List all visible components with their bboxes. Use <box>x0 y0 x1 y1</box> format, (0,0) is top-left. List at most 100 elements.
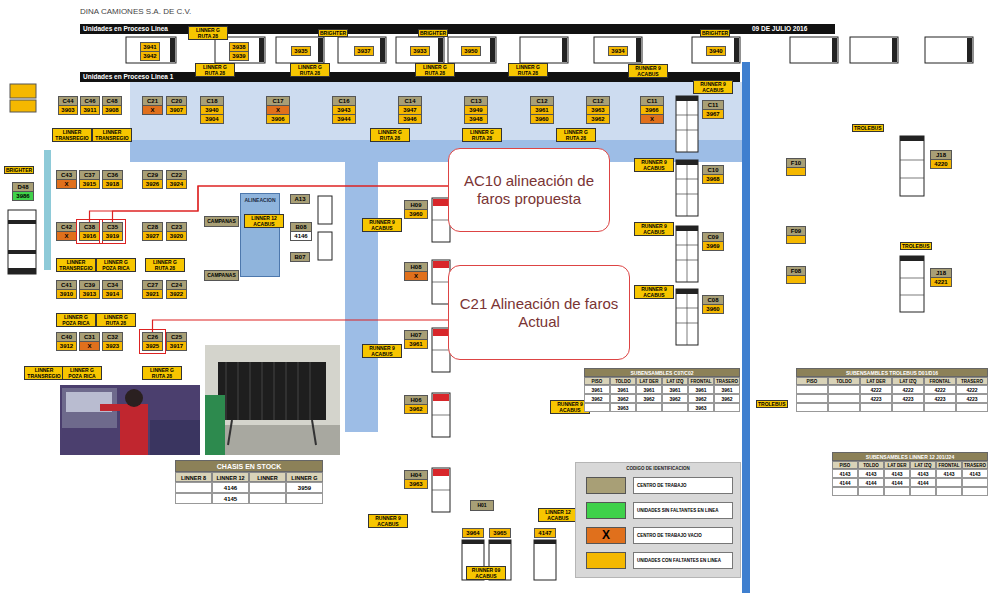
table-cell: 4223 <box>956 394 988 403</box>
data-table: SUBENSAMBLES LINNER 12 J01/J24PISOTOLDOL… <box>832 452 988 496</box>
bus-icon <box>276 37 324 63</box>
label-text: RUNNER 9 ACABUS <box>552 401 588 413</box>
bus-front <box>967 38 972 62</box>
bus-front <box>900 136 924 141</box>
table-cell <box>828 403 860 412</box>
work-center: C1239633962 <box>586 96 610 124</box>
unit-number: 3935 <box>291 46 311 56</box>
work-center: C093969 <box>702 232 724 251</box>
unit-number: 3946 <box>398 114 422 124</box>
photo-panel <box>238 362 239 420</box>
unit-number: 3950 <box>461 46 481 56</box>
table-cell: 4144 <box>910 478 936 487</box>
label-text: RUNNER 9 ACABUS <box>364 345 400 357</box>
empty-mark: X <box>586 527 626 544</box>
work-center: C203907 <box>166 96 187 115</box>
bus-icon <box>594 37 642 63</box>
callout-box: AC10 alineación de faros propuesta <box>448 148 610 232</box>
unit-number: 3986 <box>12 191 34 201</box>
bus-front <box>676 289 698 294</box>
unit-number: 3969 <box>702 241 724 251</box>
table-cell <box>286 493 323 504</box>
bus-icon <box>432 468 450 512</box>
bus-icon <box>692 37 740 63</box>
label-text: RUNNER 09 ACABUS <box>468 567 504 579</box>
unit-number: 3922 <box>166 289 187 299</box>
label-text: RUNNER 9 ACABUS <box>695 81 731 93</box>
table-cell: 3961 <box>714 385 740 394</box>
table-cell: 4143 <box>910 469 936 478</box>
work-center: C443903 <box>58 96 78 115</box>
label-text: LINNER G RUTA 28 <box>510 64 546 76</box>
work-center: F10 <box>786 158 806 176</box>
unit-tag: LINNER G RUTA 28 <box>142 366 182 380</box>
bus-front <box>489 540 511 544</box>
unit-number: 4146 <box>290 231 312 241</box>
bus-icon <box>126 37 176 63</box>
unit-tag: RUNNER 9 ACABUS <box>693 80 733 94</box>
bus-icon <box>900 256 924 312</box>
work-center: A13 <box>290 194 310 204</box>
work-center: C383916 <box>79 222 100 241</box>
table-cell <box>796 394 828 403</box>
work-center: C263925 <box>142 332 163 351</box>
bus-icon <box>676 289 698 345</box>
work-center: C403912 <box>56 332 77 351</box>
table-cell <box>714 403 740 412</box>
unit-number: 3904 <box>200 114 224 124</box>
table-cell <box>910 487 936 496</box>
work-center: C363918 <box>102 170 123 189</box>
table-header: FRONTAL <box>924 377 956 385</box>
bus-window <box>432 101 924 490</box>
unit-number: X <box>56 231 77 241</box>
table-cell: 3961 <box>610 385 636 394</box>
table-header: LAT DER <box>884 461 910 469</box>
work-center: J184220 <box>930 150 952 169</box>
table-cell: 4143 <box>936 469 962 478</box>
unit-cell: 39413942 <box>140 42 160 61</box>
table-cell: 3961 <box>584 385 610 394</box>
table-title: CHASIS EN STOCK <box>175 460 323 472</box>
unit-tag: TROLEBUS <box>900 242 932 250</box>
label-text: RUNNER 9 ACABUS <box>636 286 672 298</box>
unit-tag: LINNER 12 ACABUS <box>244 214 284 228</box>
photo-panel <box>262 362 263 420</box>
unit-number: X <box>404 271 428 281</box>
label-text: LINNER G POZA RICA <box>64 367 100 379</box>
table-cell: 4222 <box>924 385 956 394</box>
unit-tag: LINNER G RUTA 28 <box>370 128 410 142</box>
work-center: C31X <box>79 332 100 351</box>
label-text: LINNER G POZA RICA <box>98 259 134 271</box>
unit-tag: LINNER TRANSREGIO <box>56 258 96 272</box>
table-header: LAT IZQ <box>662 377 688 385</box>
table-cell: 4222 <box>956 385 988 394</box>
bus-icon <box>520 37 568 63</box>
table-cell <box>796 385 828 394</box>
work-center: C463911 <box>80 96 100 115</box>
table-cell: 3962 <box>584 394 610 403</box>
unit-number: 3913 <box>79 289 100 299</box>
unit-tag: RUNNER 9 ACABUS <box>368 514 408 528</box>
unit-number: 3960 <box>702 304 724 314</box>
bus-red-front <box>433 394 449 401</box>
work-center: C413910 <box>56 280 77 299</box>
bus-icon <box>318 196 332 224</box>
table-header: TRASERO <box>962 461 988 469</box>
work-center: C233920 <box>166 222 187 241</box>
work-center: C1439473946 <box>398 96 422 124</box>
label-text: RUNNER 9 ACABUS <box>370 515 406 527</box>
legend-text: UNIDADES CON FALTANTES EN LINEA <box>633 552 733 569</box>
photo-worker <box>150 420 200 455</box>
table-cell <box>175 482 212 493</box>
label-text: LINNER TRANSREGIO <box>58 259 94 271</box>
label-text: TROLEBUS <box>854 125 882 131</box>
bus-front <box>676 226 698 231</box>
bus-window <box>432 415 450 416</box>
table-cell: 4223 <box>924 394 956 403</box>
table-cell <box>636 403 662 412</box>
bus-front <box>462 540 484 544</box>
bus-front <box>170 38 175 62</box>
station-code: F10 <box>786 158 806 168</box>
work-center: H073961 <box>404 330 428 349</box>
work-center: C253917 <box>166 332 187 351</box>
